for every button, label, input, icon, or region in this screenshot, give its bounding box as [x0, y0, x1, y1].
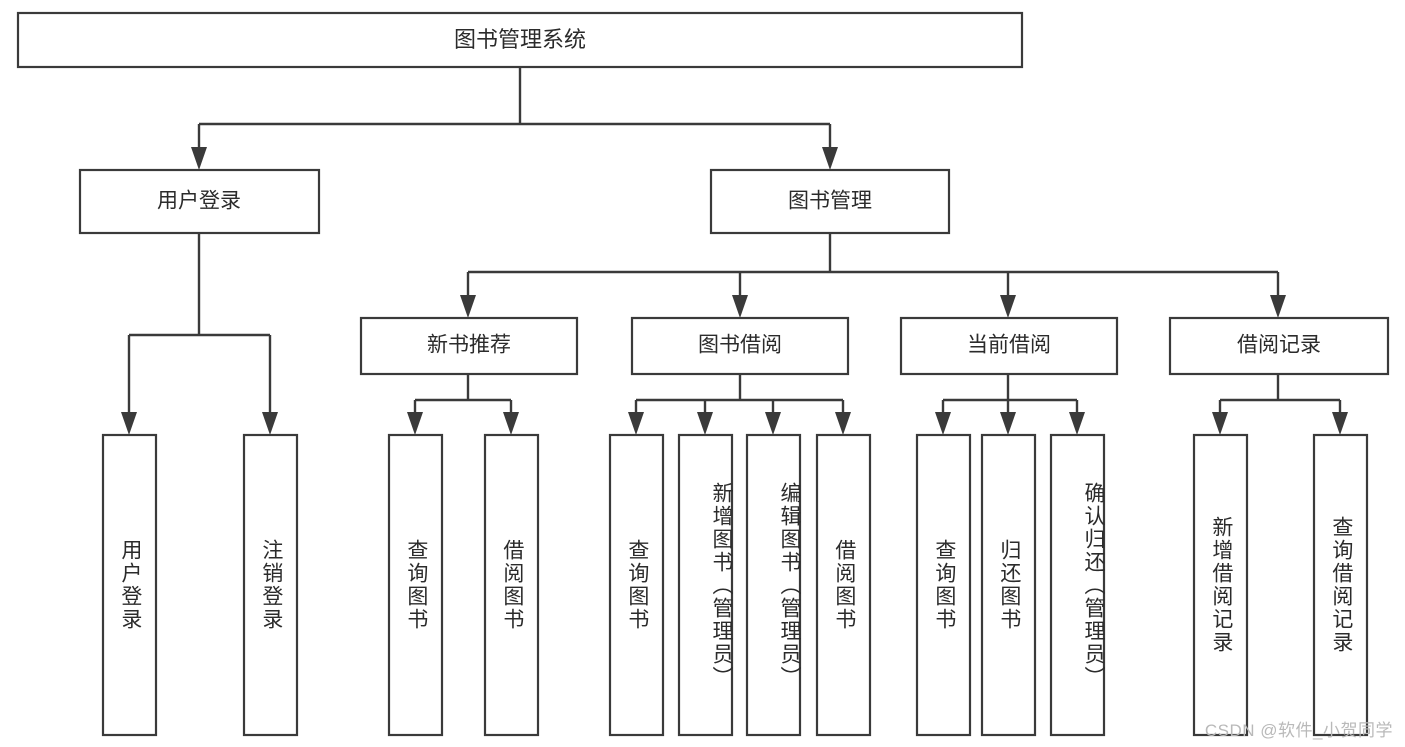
- arrowhead-new-book: [460, 295, 476, 318]
- connector-group-new-book: [407, 374, 519, 435]
- leaf-box-book-borrow-4[interactable]: [815, 433, 872, 737]
- arrowhead-leaf-current-borrow-1: [935, 412, 951, 435]
- node-book-borrow-label: 图书借阅: [698, 334, 782, 357]
- leaf-box-current-borrow-2[interactable]: [980, 433, 1037, 737]
- node-book-borrow-box: [630, 316, 850, 376]
- leaf-box-book-borrow-3[interactable]: [745, 433, 802, 737]
- node-user-login-label: 用户登录: [157, 190, 241, 213]
- arrowhead-leaf-new-book-2: [503, 412, 519, 435]
- leaf-box-book-borrow-2[interactable]: [677, 433, 734, 737]
- arrowhead-leaf-book-borrow-2: [697, 412, 713, 435]
- arrowhead-leaf-borrow-record-1: [1212, 412, 1228, 435]
- leaf-box-user-login-2[interactable]: [242, 433, 299, 737]
- node-borrow-record[interactable]: 借阅记录: [1168, 316, 1390, 376]
- node-borrow-record-box: [1168, 316, 1390, 376]
- node-root-box: [16, 11, 1024, 69]
- connector-group-book-borrow: [628, 374, 851, 435]
- node-book-management-label: 图书管理: [788, 190, 872, 213]
- node-current-borrow-box: [899, 316, 1119, 376]
- node-book-management-box: [709, 168, 951, 235]
- csdn-watermark: CSDN @软件_小贺同学: [1204, 721, 1393, 740]
- connector-group-book-mgmt: [460, 233, 1286, 318]
- arrowhead-leaf-borrow-record-2: [1332, 412, 1348, 435]
- connector-group-borrow-record: [1212, 374, 1348, 435]
- node-book-management[interactable]: 图书管理: [709, 168, 951, 235]
- arrowhead-leaf-book-borrow-1: [628, 412, 644, 435]
- connector-group-current-borrow: [935, 374, 1085, 435]
- arrowhead-current-borrow: [1000, 295, 1016, 318]
- arrowhead-leaf-new-book-1: [407, 412, 423, 435]
- arrowhead-leaf-user-login-2: [262, 412, 278, 435]
- node-user-login-box: [78, 168, 321, 235]
- arrowhead-user-login: [191, 147, 207, 170]
- leaf-box-borrow-record-1[interactable]: [1192, 433, 1249, 737]
- leaf-box-user-login-1[interactable]: [101, 433, 158, 737]
- arrowhead-leaf-current-borrow-3: [1069, 412, 1085, 435]
- node-root-system[interactable]: 图书管理系统: [16, 11, 1024, 69]
- leaf-box-new-book-1[interactable]: [387, 433, 444, 737]
- leaf-box-current-borrow-1[interactable]: [915, 433, 972, 737]
- node-new-book-recommend-label: 新书推荐: [427, 334, 511, 357]
- node-root-label: 图书管理系统: [454, 27, 586, 52]
- node-new-book-recommend[interactable]: 新书推荐: [359, 316, 579, 376]
- node-book-borrow[interactable]: 图书借阅: [630, 316, 850, 376]
- node-borrow-record-label: 借阅记录: [1237, 334, 1321, 357]
- leaf-box-borrow-record-2[interactable]: [1312, 433, 1369, 737]
- arrowhead-book-mgmt: [822, 147, 838, 170]
- connector-group-user-login: [121, 233, 278, 435]
- arrowhead-leaf-book-borrow-4: [835, 412, 851, 435]
- arrowhead-borrow-record: [1270, 295, 1286, 318]
- node-current-borrow[interactable]: 当前借阅: [899, 316, 1119, 376]
- connector-group-root: [191, 67, 838, 170]
- leaf-box-book-borrow-1[interactable]: [608, 433, 665, 737]
- node-user-login[interactable]: 用户登录: [78, 168, 321, 235]
- arrowhead-leaf-current-borrow-2: [1000, 412, 1016, 435]
- arrowhead-book-borrow: [732, 295, 748, 318]
- leaf-box-current-borrow-3[interactable]: [1049, 433, 1106, 737]
- leaf-box-new-book-2[interactable]: [483, 433, 540, 737]
- arrowhead-leaf-user-login-1: [121, 412, 137, 435]
- arrowhead-leaf-book-borrow-3: [765, 412, 781, 435]
- node-new-book-recommend-box: [359, 316, 579, 376]
- node-current-borrow-label: 当前借阅: [967, 334, 1051, 357]
